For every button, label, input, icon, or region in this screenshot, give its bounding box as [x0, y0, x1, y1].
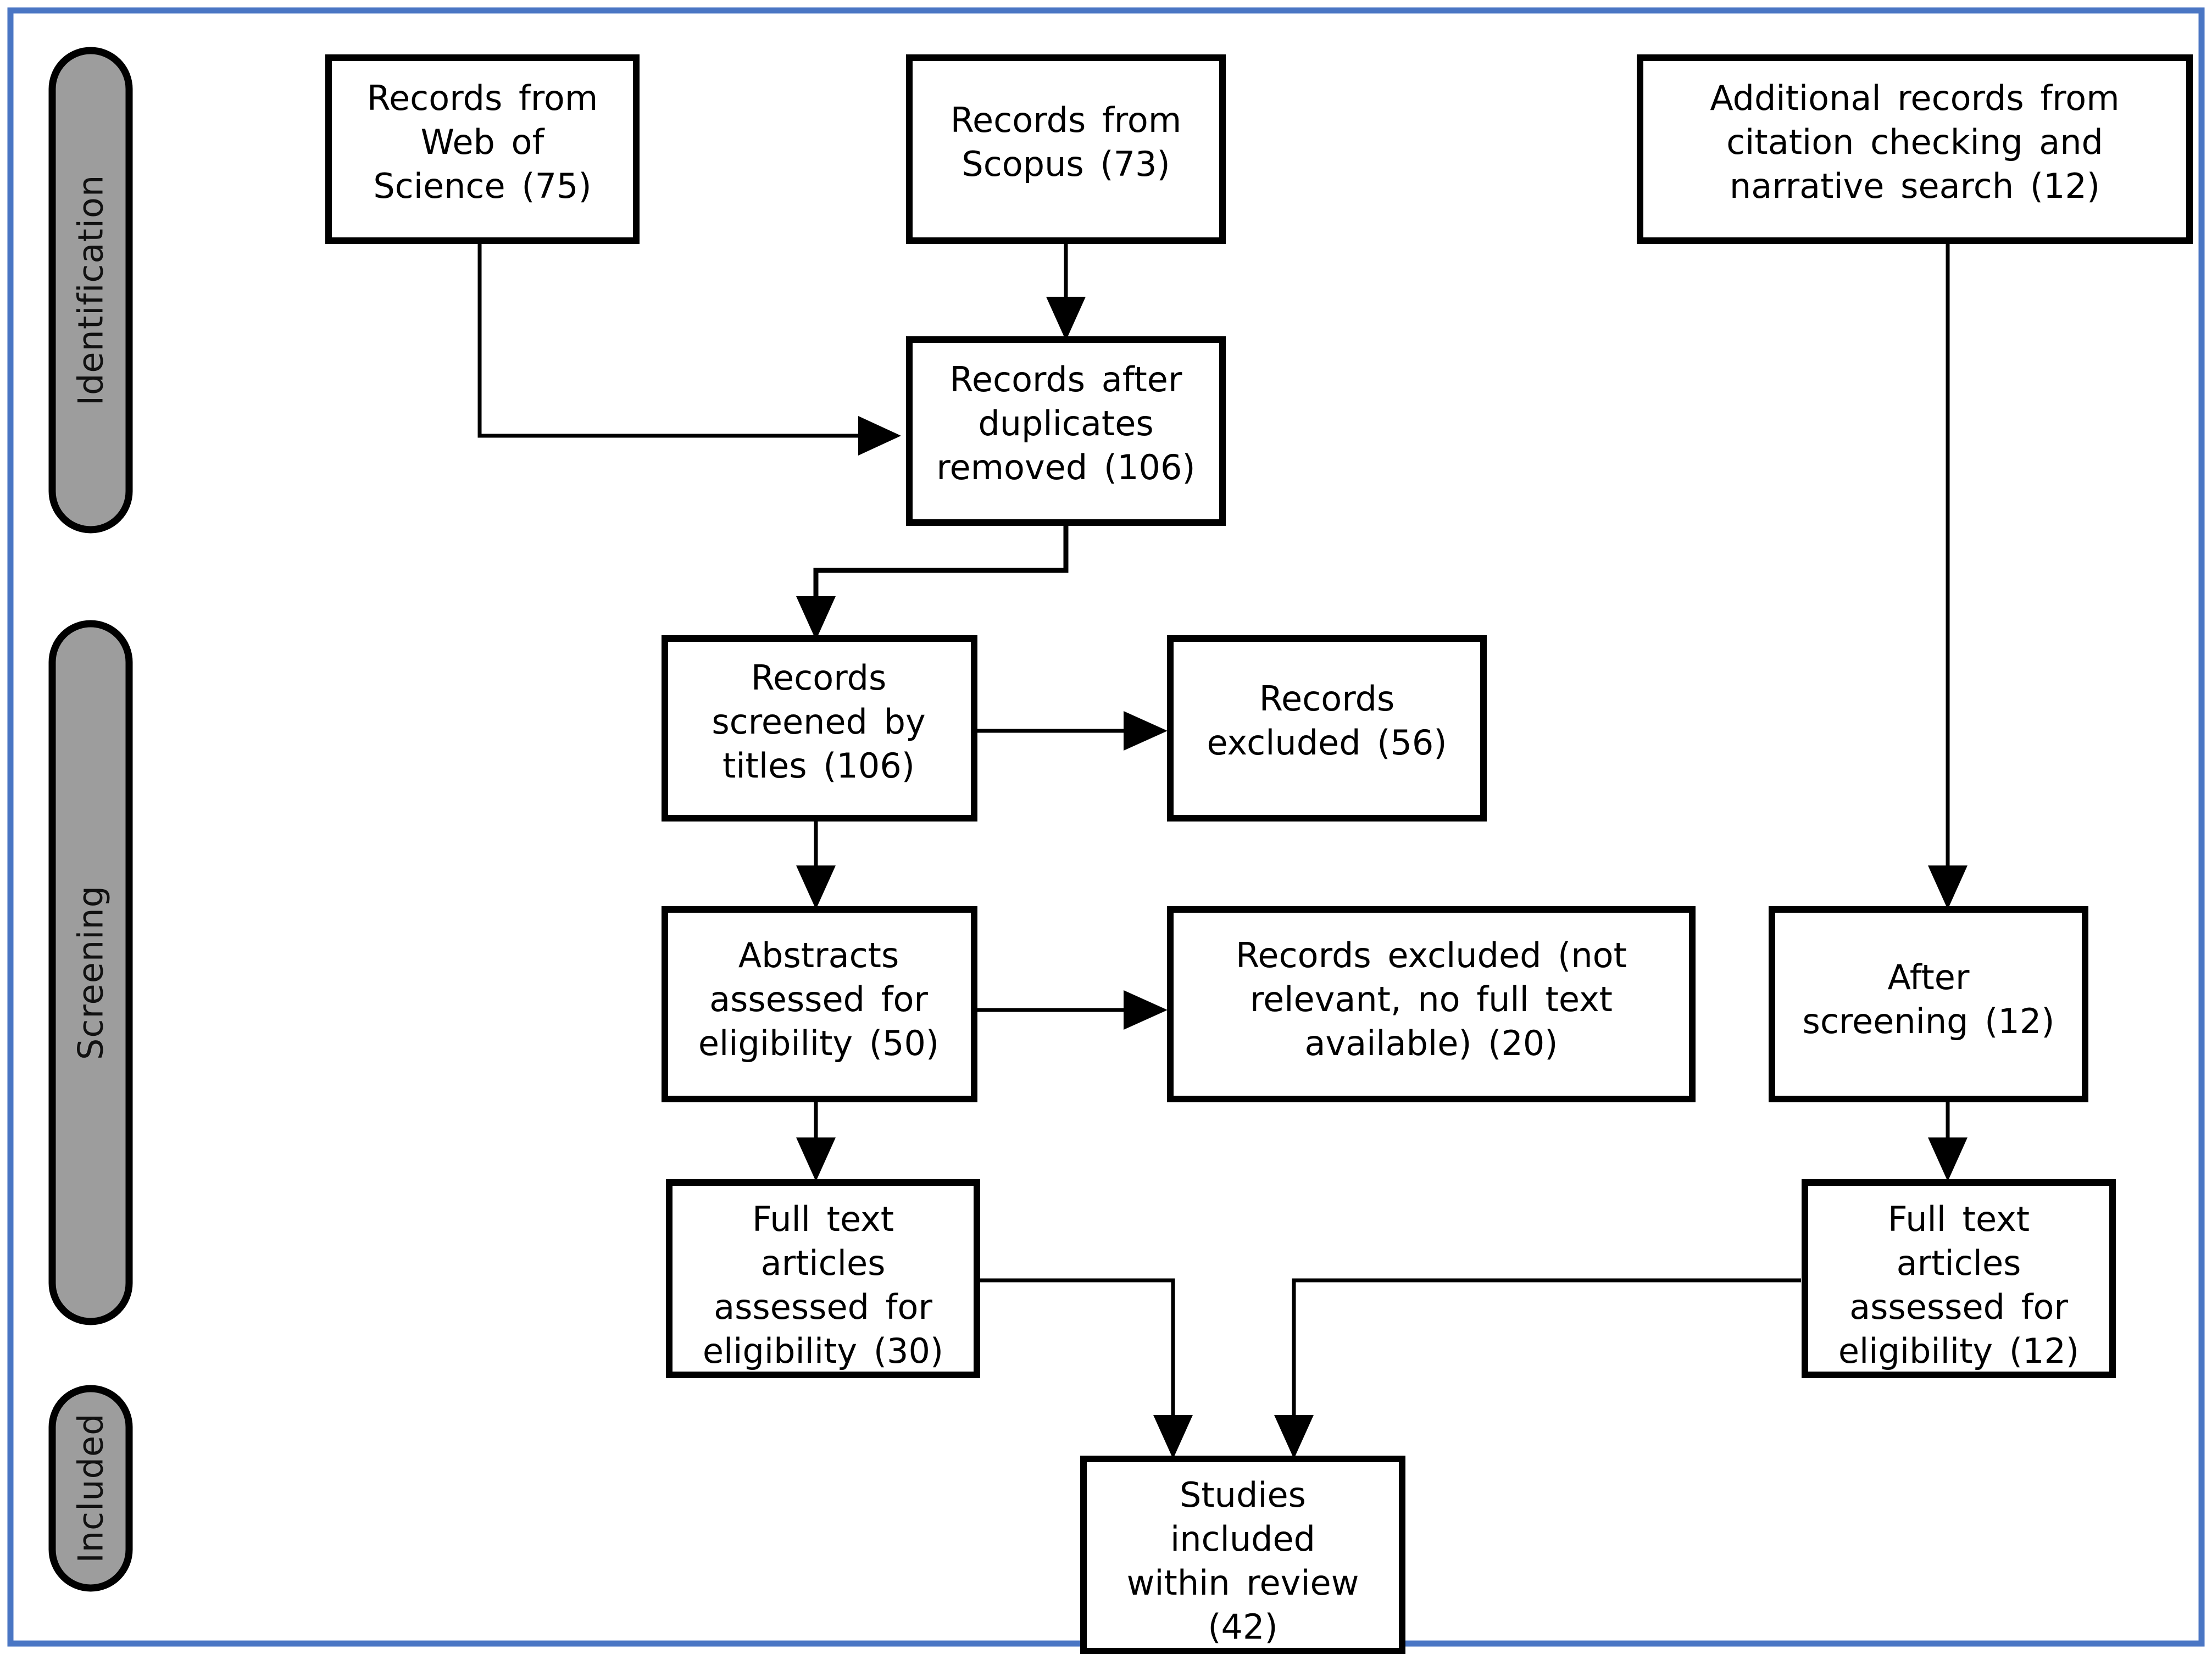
node-text-scopus-line1: Records from	[951, 100, 1182, 140]
connector-fulltext-left-to-studies	[974, 1278, 1175, 1428]
node-abstracts-eligibility[interactable]: Abstracts assessed for eligibility (50)	[662, 906, 977, 1102]
outer-frame	[7, 7, 2205, 1647]
stage-pill-included	[48, 1385, 133, 1592]
node-box-studies-included[interactable]	[1080, 1456, 1405, 1654]
arrowhead-wos-to-duplicates	[858, 416, 901, 456]
node-text-fulltext-right-line2: articles	[1897, 1243, 2021, 1283]
stage-label-screening: Screening	[71, 885, 111, 1060]
stage-identification: Identification	[48, 47, 133, 534]
node-text-excluded-abstracts-line1: Records excluded (not	[1236, 935, 1627, 975]
node-text-studies-included-line3: within review	[1127, 1563, 1359, 1603]
node-text-additional-records-line2: citation checking and	[1726, 122, 2103, 162]
connector-wos-to-duplicates	[477, 241, 890, 438]
node-duplicates-removed[interactable]: Records after duplicates removed (106)	[906, 336, 1226, 526]
node-text-fulltext-right-line1: Full text	[1888, 1199, 2030, 1239]
node-fulltext-articles-right[interactable]: Full text articles assessed for eligibil…	[1802, 1179, 2116, 1378]
stage-pill-screening	[48, 620, 133, 1325]
node-text-screened-titles-line3: titles (106)	[722, 746, 915, 786]
node-text-studies-included-line4: (42)	[1208, 1607, 1277, 1647]
arrowhead-fulltext-left-to-studies	[1153, 1415, 1193, 1459]
node-records-excluded-titles[interactable]: Records excluded (56)	[1167, 635, 1487, 822]
connector-fulltext-right-to-studies	[1292, 1278, 1801, 1428]
node-box-records-excluded-abstracts[interactable]	[1167, 906, 1696, 1102]
node-box-records-excluded-titles[interactable]	[1167, 635, 1487, 822]
node-text-web-of-science-line1: Records from	[367, 78, 598, 118]
node-box-fulltext-articles-left[interactable]	[666, 1179, 980, 1378]
node-box-duplicates-removed[interactable]	[906, 336, 1226, 526]
node-text-studies-included-line2: included	[1170, 1519, 1315, 1559]
stage-screening: Screening	[48, 620, 133, 1325]
stage-label-identification: Identification	[71, 175, 111, 406]
arrowhead-additional-to-afterscreening	[1928, 865, 1968, 909]
arrowhead-abstracts-to-excluded	[1124, 990, 1168, 1030]
node-text-duplicates-removed-line2: duplicates	[978, 403, 1153, 443]
node-after-screening[interactable]: After screening (12)	[1769, 906, 2088, 1102]
node-studies-included[interactable]: Studies included within review (42)	[1080, 1456, 1405, 1654]
arrowhead-screened-to-abstracts	[796, 865, 836, 909]
node-text-fulltext-right-line4: eligibility (12)	[1838, 1331, 2079, 1371]
arrowhead-fulltext-right-to-studies	[1274, 1415, 1314, 1459]
node-text-excluded-titles-line1: Records	[1259, 679, 1395, 719]
node-text-scopus-line2: Scopus (73)	[962, 144, 1170, 184]
node-text-additional-records-line3: narrative search (12)	[1730, 166, 2100, 206]
node-box-after-screening[interactable]	[1769, 906, 2088, 1102]
node-additional-records[interactable]: Additional records from citation checkin…	[1637, 54, 2193, 244]
stage-label-included: Included	[71, 1413, 111, 1563]
arrowhead-duplicates-to-screened	[796, 596, 836, 640]
node-text-after-screening-line2: screening (12)	[1803, 1001, 2055, 1041]
node-text-fulltext-left-line2: articles	[761, 1243, 886, 1283]
node-box-records-screened-titles[interactable]	[662, 635, 977, 822]
node-text-abstracts-line2: assessed for	[709, 979, 928, 1019]
stage-included: Included	[48, 1385, 133, 1592]
node-records-web-of-science[interactable]: Records from Web of Science (75)	[325, 54, 640, 244]
node-text-fulltext-left-line1: Full text	[752, 1199, 894, 1239]
node-text-abstracts-line3: eligibility (50)	[698, 1023, 939, 1063]
arrowhead-screened-to-excluded	[1124, 711, 1168, 751]
arrowhead-scopus-to-duplicates	[1046, 297, 1086, 341]
connector-duplicates-to-screened	[813, 519, 1069, 614]
node-records-screened-titles[interactable]: Records screened by titles (106)	[662, 635, 977, 822]
node-records-scopus[interactable]: Records from Scopus (73)	[906, 54, 1226, 244]
node-text-screened-titles-line1: Records	[751, 658, 887, 698]
node-text-web-of-science-line2: Web of	[421, 122, 546, 162]
node-box-additional-records[interactable]	[1637, 54, 2193, 244]
node-text-fulltext-left-line4: eligibility (30)	[703, 1331, 943, 1371]
node-box-scopus[interactable]	[906, 54, 1226, 244]
node-text-excluded-abstracts-line3: available) (20)	[1304, 1023, 1558, 1063]
arrowhead-afterscreening-to-fulltext-right	[1928, 1137, 1968, 1181]
node-text-excluded-titles-line2: excluded (56)	[1207, 723, 1447, 763]
node-text-studies-included-line1: Studies	[1180, 1475, 1306, 1515]
node-text-excluded-abstracts-line2: relevant, no full text	[1250, 979, 1613, 1019]
node-box-web-of-science[interactable]	[325, 54, 640, 244]
node-text-after-screening-line1: After	[1888, 957, 1970, 997]
node-fulltext-articles-left[interactable]: Full text articles assessed for eligibil…	[666, 1179, 980, 1378]
node-text-duplicates-removed-line3: removed (106)	[936, 447, 1195, 487]
node-text-duplicates-removed-line1: Records after	[950, 359, 1182, 399]
node-box-abstracts-eligibility[interactable]	[662, 906, 977, 1102]
node-text-web-of-science-line3: Science (75)	[373, 166, 591, 206]
stage-pill-identification	[48, 47, 133, 534]
node-text-fulltext-right-line3: assessed for	[1849, 1287, 2068, 1327]
arrowhead-abstracts-to-fulltext-left	[796, 1137, 836, 1181]
node-text-screened-titles-line2: screened by	[712, 702, 925, 742]
node-text-additional-records-line1: Additional records from	[1710, 78, 2119, 118]
node-text-abstracts-line1: Abstracts	[738, 935, 899, 975]
node-text-fulltext-left-line3: assessed for	[714, 1287, 932, 1327]
node-records-excluded-abstracts[interactable]: Records excluded (not relevant, no full …	[1167, 906, 1696, 1102]
node-box-fulltext-articles-right[interactable]	[1802, 1179, 2116, 1378]
